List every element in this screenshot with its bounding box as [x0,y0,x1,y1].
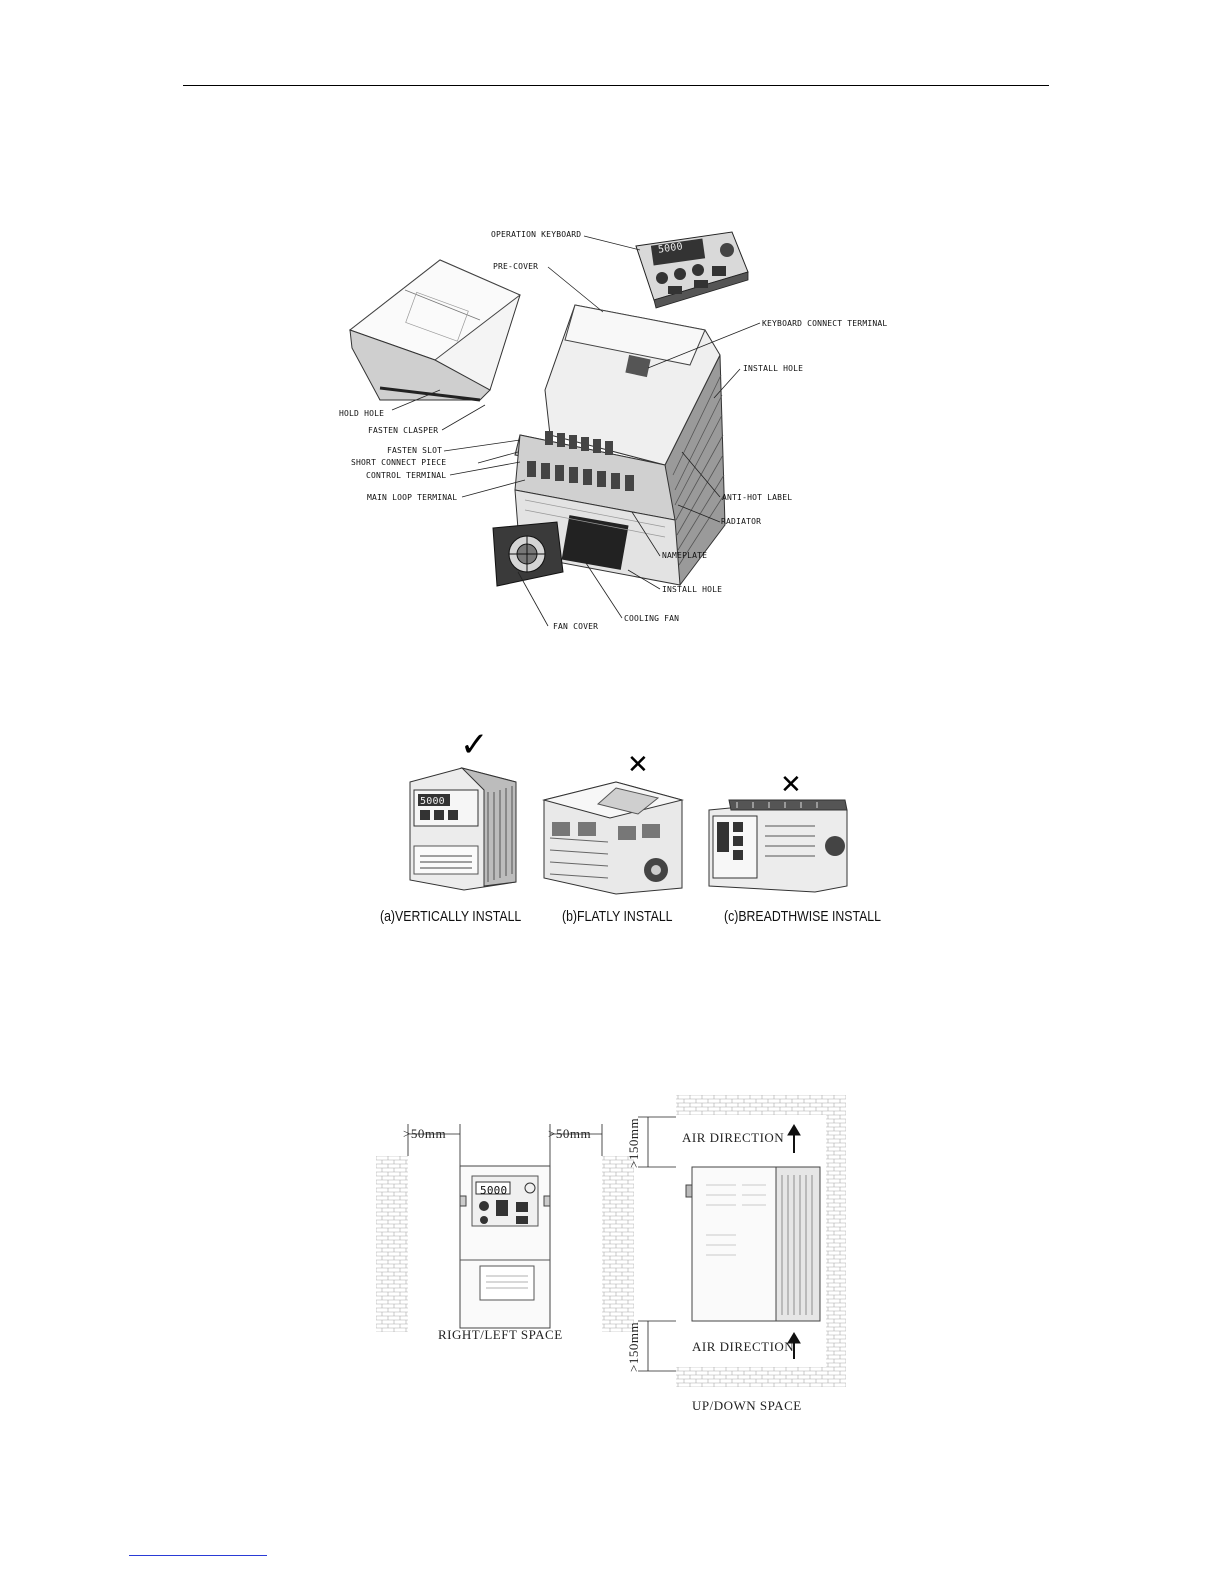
up-down-space-drawing [638,1095,846,1387]
air-direction-bottom-label: AIR DIRECTION [692,1339,795,1354]
caption-right-left-space: RIGHT/LEFT SPACE [438,1327,563,1342]
drive-body-illustration [514,304,726,587]
vertical-display-text: 5000 [420,796,445,807]
footer-link-underline[interactable] [129,1555,267,1556]
label-hold-hole: HOLD HOLE [339,409,385,418]
flat-install-illustration [542,781,684,895]
breadthwise-install-illustration [708,799,848,893]
label-fan-cover: FAN COVER [553,622,599,631]
header-rule [183,85,1049,86]
left-clearance-label: >50mm [403,1126,447,1141]
label-fasten-clasper: FASTEN CLASPER [368,426,439,435]
fan-cover-illustration [492,521,564,587]
label-keyboard-connect-terminal: KEYBOARD CONNECT TERMINAL [762,319,888,328]
label-install-hole-bottom: INSTALL HOLE [662,585,723,594]
operation-keyboard-illustration [635,231,749,309]
front-display-text: 5000 [480,1184,508,1197]
label-radiator: RADIATOR [721,517,762,526]
correct-check-icon: ✓ [460,725,489,765]
right-left-space-drawing [376,1124,634,1332]
top-clearance-label: >150mm [626,1117,641,1168]
caption-breadthwise-install: (c)BREADTHWISE INSTALL [724,908,881,925]
label-short-connect-piece: SHORT CONNECT PIECE [351,458,447,467]
air-direction-top-label: AIR DIRECTION [682,1130,785,1145]
label-control-terminal: CONTROL TERMINAL [366,471,447,480]
label-cooling-fan: COOLING FAN [624,614,680,623]
label-pre-cover: PRE-COVER [493,262,539,271]
label-operation-keyboard: OPERATION KEYBOARD [491,230,582,239]
label-install-hole-top: INSTALL HOLE [743,364,804,373]
bottom-clearance-label: >150mm [626,1321,641,1372]
right-clearance-label: >50mm [548,1126,592,1141]
label-main-loop-terminal: MAIN LOOP TERMINAL [367,493,458,502]
label-fasten-slot: FASTEN SLOT [387,446,443,455]
caption-vertical-install: (a)VERTICALLY INSTALL [380,908,522,925]
caption-up-down-space: UP/DOWN SPACE [692,1398,802,1413]
wrong-cross-icon: ✕ [780,770,802,800]
leader-lines [391,235,761,627]
pre-cover-illustration [348,259,521,402]
label-anti-hot-label: ANTI-HOT LABEL [722,493,793,502]
caption-flat-install: (b)FLATLY INSTALL [562,908,673,925]
wrong-cross-icon: ✕ [627,750,649,780]
vertical-install-illustration [409,767,517,891]
label-nameplate: NAMEPLATE [662,551,708,560]
